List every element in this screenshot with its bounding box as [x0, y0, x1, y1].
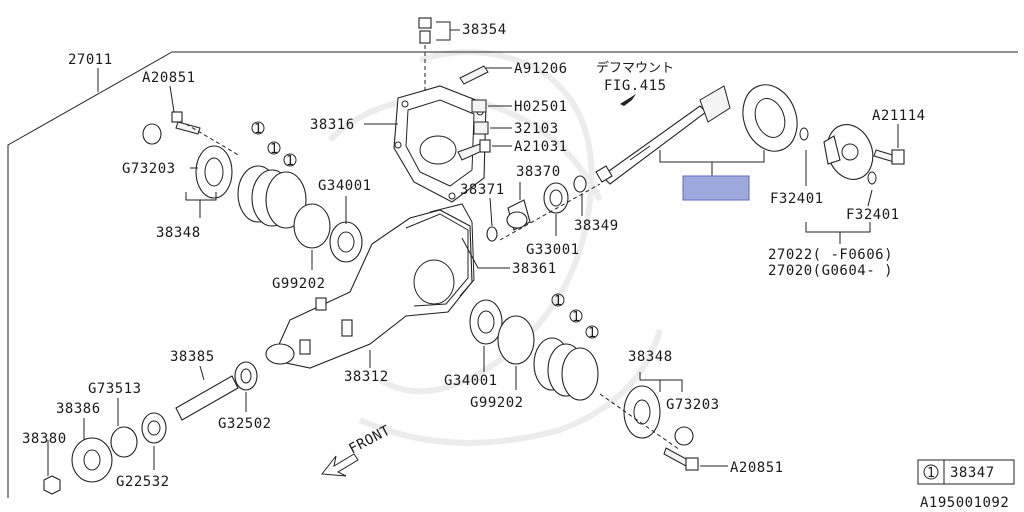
differential-carrier[interactable] [265, 209, 473, 369]
bearing-G22532[interactable] [141, 412, 167, 444]
side-retainer-left[interactable] [195, 145, 233, 199]
shim-left-3[interactable] [265, 171, 307, 229]
diff-bracket-lines [659, 150, 765, 176]
shim-right-3[interactable] [561, 347, 599, 401]
bolt-A21031[interactable] [457, 139, 491, 161]
oil-seal-38349[interactable] [573, 175, 587, 193]
ring-gear[interactable] [734, 77, 806, 159]
callout-1f: 1 [588, 326, 596, 341]
collapsible-spacer-38370[interactable] [506, 199, 531, 231]
label-G73203-right: G73203 [666, 397, 720, 413]
label-27022: 27022( -F0606) [768, 247, 893, 263]
o-ring-G99202-bot[interactable] [497, 315, 535, 365]
drawing-id: A195001092 [920, 495, 1009, 511]
label-G22532: G22532 [116, 474, 170, 490]
label-38371: 38371 [460, 182, 505, 198]
bolt-A20851-top[interactable] [171, 111, 201, 135]
label-A21031: A21031 [514, 139, 568, 155]
label-assembly: 27011 [68, 52, 113, 68]
bearing-G34001-bot[interactable] [469, 299, 503, 345]
label-F32401-a: F32401 [770, 191, 824, 207]
plug-32103[interactable] [473, 121, 489, 135]
plug-H02501[interactable] [471, 99, 487, 113]
callout-1b: 1 [270, 142, 278, 157]
pinion-shaft[interactable] [595, 85, 731, 185]
bolt-A21114[interactable] [873, 149, 905, 165]
label-fig-ref[interactable]: FIG.415 [604, 78, 667, 94]
legend: 1 38347 [917, 459, 1015, 485]
side-oil-seal-right[interactable] [674, 426, 694, 446]
label-A20851-bot: A20851 [730, 460, 784, 476]
label-38312: 38312 [344, 369, 389, 385]
label-38370: 38370 [516, 164, 561, 180]
label-38316: 38316 [310, 117, 355, 133]
front-label: FRONT [346, 422, 393, 457]
stud-A91206[interactable] [459, 65, 508, 85]
label-A21114: A21114 [872, 108, 926, 124]
label-38385: 38385 [170, 349, 215, 365]
differential-case[interactable] [799, 118, 880, 186]
side-oil-seal-left[interactable] [142, 123, 162, 145]
label-G32502: G32502 [218, 416, 272, 432]
side-retainer-right[interactable] [623, 385, 661, 439]
label-38348-right: 38348 [628, 349, 673, 365]
label-G34001-top: G34001 [318, 178, 372, 194]
o-ring-G99202-top[interactable] [293, 203, 331, 249]
label-H02501: H02501 [514, 99, 568, 115]
label-27020: 27020(G0604- ) [768, 263, 893, 279]
bolt-A20851-bot[interactable] [663, 447, 699, 471]
callout-1e: 1 [572, 310, 580, 325]
label-G73203-left: G73203 [122, 161, 176, 177]
label-38380: 38380 [22, 431, 67, 447]
fig-ref-arrow-icon [620, 94, 636, 106]
label-diff-mount: デフマウント [596, 60, 674, 76]
legend-part: 38347 [950, 465, 995, 481]
callout-1c: 1 [286, 154, 294, 169]
nut-38380[interactable] [43, 475, 61, 495]
bolt-38354[interactable] [418, 17, 432, 92]
oil-seal-G73513[interactable] [110, 426, 138, 458]
assembly-boundary [7, 51, 1018, 498]
legend-symbol: 1 [927, 466, 935, 481]
washer-38371[interactable] [486, 226, 498, 242]
label-G99202-bot: G99202 [470, 395, 524, 411]
label-38386: 38386 [56, 401, 101, 417]
label-G34001-bot: G34001 [444, 373, 498, 389]
label-38354: 38354 [462, 22, 507, 38]
callout-1a: 1 [254, 122, 262, 137]
label-G73513: G73513 [88, 381, 142, 397]
callout-marks: 1 1 1 1 1 1 [251, 121, 599, 341]
label-G99202-top: G99202 [272, 276, 326, 292]
callout-1d: 1 [554, 294, 562, 309]
label-38348-left: 38348 [156, 225, 201, 241]
label-38361: 38361 [512, 261, 557, 277]
label-32103: 32103 [514, 121, 559, 137]
leader-lines [47, 21, 899, 476]
bearing-G32502[interactable] [234, 361, 258, 391]
label-A91206: A91206 [514, 61, 568, 77]
bearing-G34001-top[interactable] [329, 221, 363, 263]
label-38349: 38349 [574, 218, 619, 234]
label-F32401-b: F32401 [846, 207, 900, 223]
label-G33001: G33001 [526, 242, 580, 258]
companion-flange-38386[interactable] [71, 437, 113, 483]
label-A20851-top: A20851 [142, 70, 196, 86]
rear-cover[interactable] [393, 85, 487, 203]
spacer-38385[interactable] [175, 375, 239, 421]
front-arrow-icon [321, 453, 359, 477]
gasket-38361[interactable] [429, 203, 475, 297]
highlight-box[interactable] [682, 175, 750, 201]
